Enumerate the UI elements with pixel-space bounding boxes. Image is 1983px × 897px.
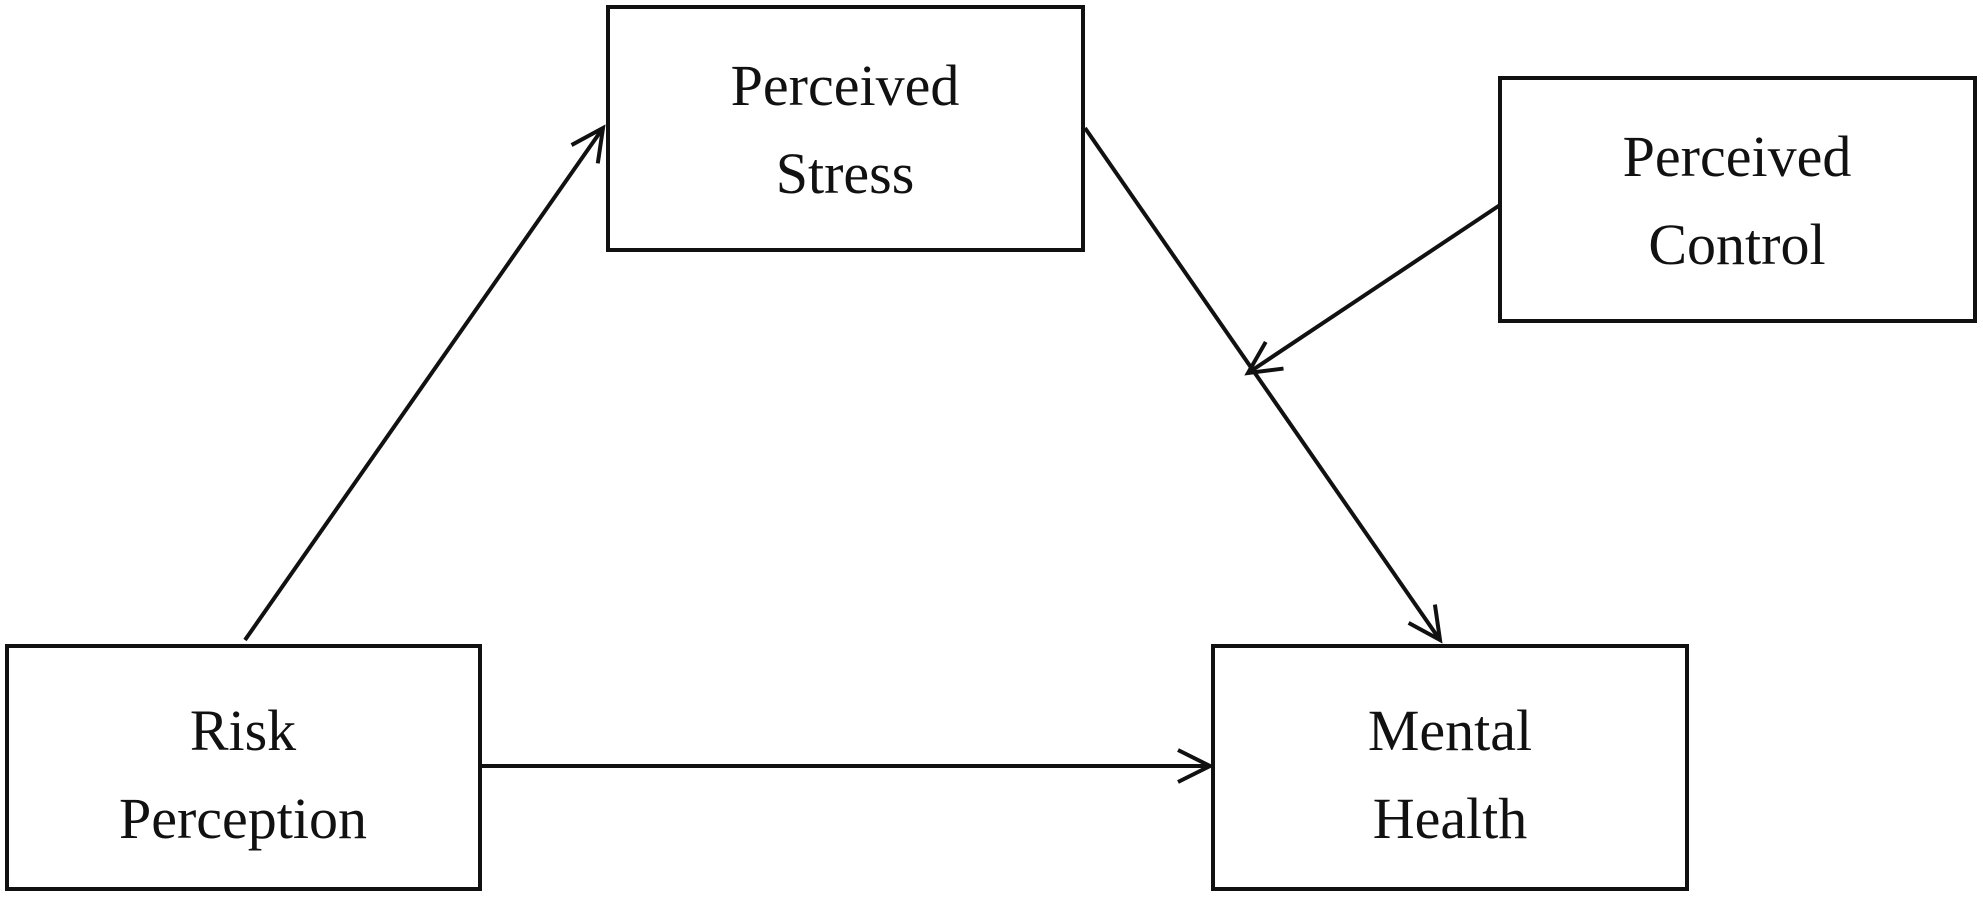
node-risk-perception-line2: Perception (119, 786, 367, 851)
node-perceived-control-line1: Perceived (1623, 124, 1852, 189)
node-risk-perception-line1: Risk (190, 698, 296, 763)
node-mental-health: Mental Health (1211, 644, 1689, 891)
node-mental-health-line1: Mental (1368, 698, 1532, 763)
node-perceived-control-line2: Control (1648, 212, 1825, 277)
edge-control-to-path (1248, 203, 1502, 373)
node-perceived-control: Perceived Control (1498, 76, 1977, 323)
node-mental-health-line2: Health (1373, 786, 1528, 851)
edge-stress-to-mental (1083, 126, 1440, 640)
node-risk-perception: Risk Perception (5, 644, 482, 891)
edge-risk-to-stress (243, 128, 603, 642)
node-perceived-stress-line2: Stress (776, 141, 915, 206)
node-perceived-stress-line1: Perceived (731, 53, 960, 118)
node-perceived-stress: Perceived Stress (606, 5, 1085, 252)
